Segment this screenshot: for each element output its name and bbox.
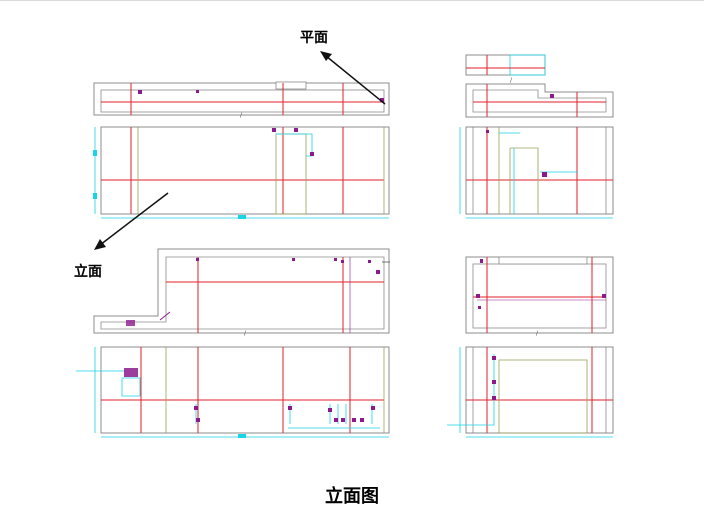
elevation-upper-left — [93, 126, 390, 219]
plan-lshape-left: / — [93, 248, 390, 337]
plan-lower-right: / — [465, 256, 614, 337]
svg-text:/: / — [244, 330, 247, 337]
svg-text:/: / — [536, 330, 539, 337]
arrow-to-plan — [320, 51, 386, 105]
plan-label: 平面 — [300, 30, 328, 46]
elevation-label: 立面 — [74, 264, 102, 280]
svg-text:/: / — [240, 112, 243, 119]
plan-strip-right: / — [465, 54, 614, 118]
figure-caption: 立面图 — [325, 486, 379, 507]
plan-strip-left: / — [93, 81, 390, 119]
top-border — [0, 0, 704, 1]
svg-text:/: / — [510, 77, 513, 84]
elevation-lower-left — [76, 346, 390, 438]
elevation-upper-right — [459, 126, 614, 219]
elevation-lower-right — [447, 346, 614, 438]
arrow-to-elevation — [94, 192, 169, 250]
